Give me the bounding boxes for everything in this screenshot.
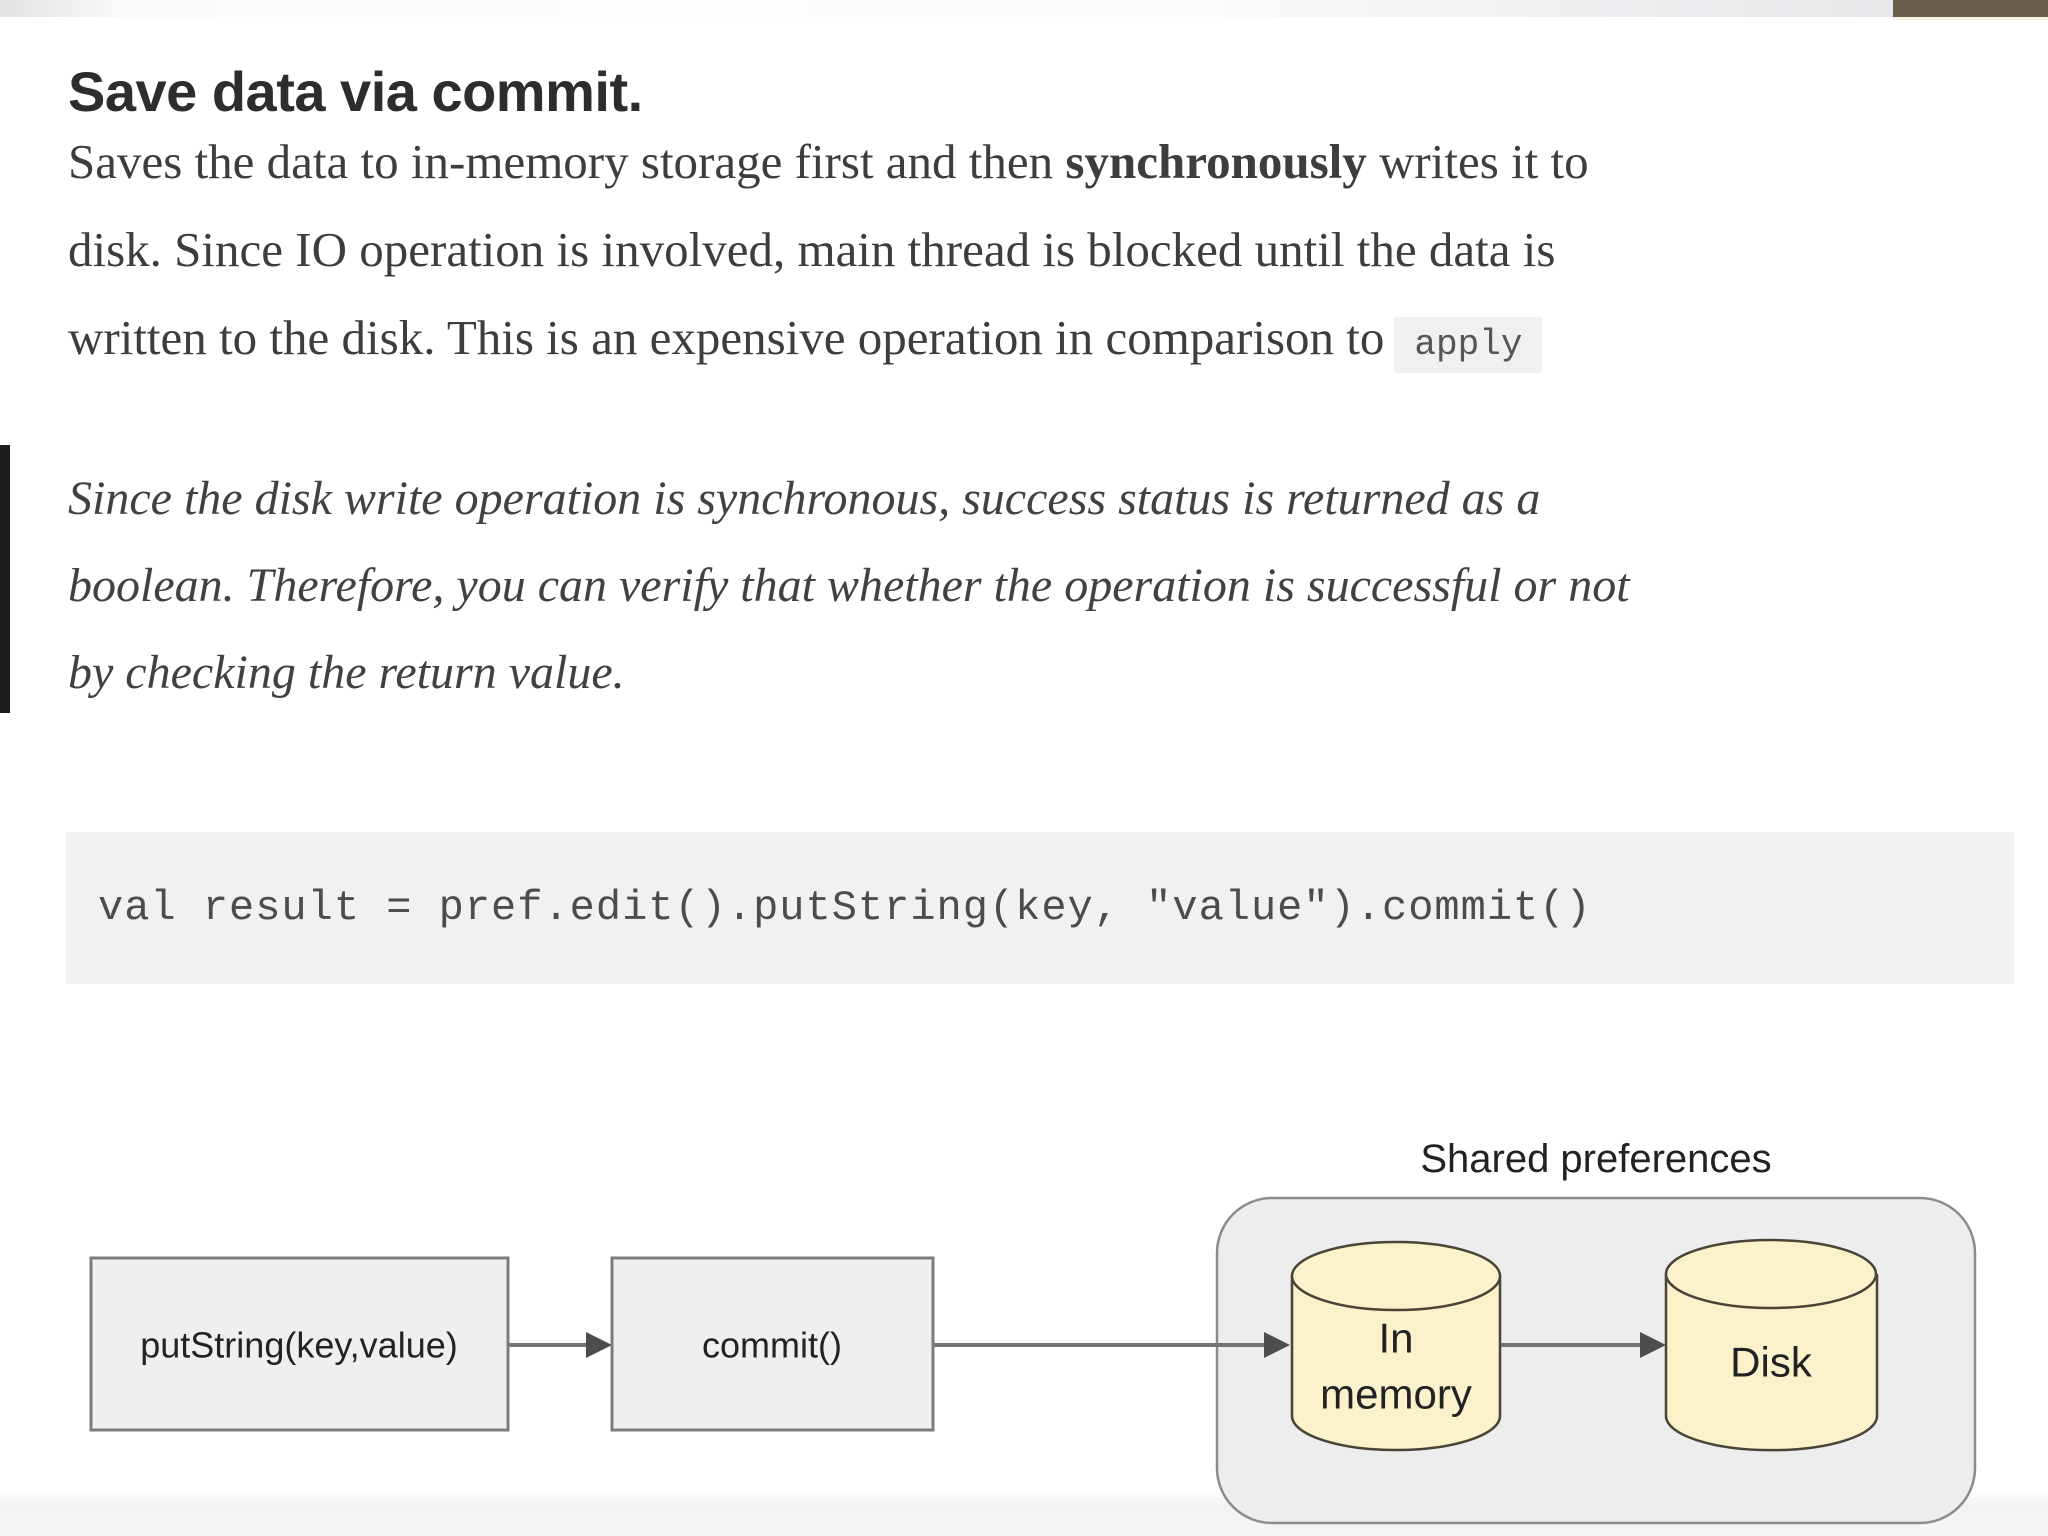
intro-paragraph: Saves the data to in-memory storage firs… bbox=[68, 118, 1589, 382]
arrowhead-commit-to-memory bbox=[1264, 1332, 1290, 1358]
in-memory-cylinder bbox=[1290, 1276, 1502, 1452]
blockquote-line-2: boolean. Therefore, you can verify that … bbox=[68, 559, 1630, 612]
disk-cylinder-top bbox=[1664, 1238, 1878, 1310]
arrowhead-putstring-to-commit bbox=[586, 1332, 612, 1358]
paragraph-line-1: Saves the data to in-memory storage firs… bbox=[68, 118, 1589, 206]
in-memory-label-line1: In bbox=[1378, 1315, 1413, 1362]
top-edge-strip bbox=[0, 0, 2048, 17]
in-memory-cylinder-top bbox=[1290, 1240, 1502, 1312]
paragraph-bold-word: synchronously bbox=[1065, 134, 1367, 189]
blockquote-line-1: Since the disk write operation is synchr… bbox=[68, 472, 1541, 525]
code-block: val result = pref.edit().putString(key, … bbox=[66, 832, 2014, 984]
disk-label: Disk bbox=[1730, 1339, 1813, 1386]
shared-preferences-label: Shared preferences bbox=[1420, 1137, 1771, 1181]
blockquote: Since the disk write operation is synchr… bbox=[68, 455, 1630, 716]
paragraph-line-1-pre: Saves the data to in-memory storage firs… bbox=[68, 134, 1066, 189]
arrowhead-memory-to-disk bbox=[1640, 1332, 1666, 1358]
apply-inline-code: apply bbox=[1394, 317, 1543, 373]
paragraph-line-1-post: writes it to bbox=[1366, 134, 1589, 189]
code-text: val result = pref.edit().putString(key, … bbox=[98, 884, 1592, 932]
commit-box-label: commit() bbox=[702, 1325, 842, 1366]
page-title: Save data via commit. bbox=[68, 59, 643, 123]
blockquote-line-3: by checking the return value. bbox=[68, 646, 625, 699]
putstring-box-label: putString(key,value) bbox=[140, 1325, 457, 1366]
paragraph-line-3-pre: written to the disk. This is an expensiv… bbox=[68, 310, 1385, 365]
in-memory-label-line2: memory bbox=[1320, 1371, 1472, 1418]
putstring-box bbox=[89, 1256, 510, 1432]
top-right-brown-underline bbox=[1893, 17, 2048, 20]
paragraph-line-2: disk. Since IO operation is involved, ma… bbox=[68, 222, 1556, 277]
paragraph-line-3: written to the disk. This is an expensiv… bbox=[68, 294, 1589, 382]
blockquote-bar bbox=[0, 445, 10, 713]
top-right-brown-block bbox=[1893, 0, 2048, 17]
commit-flow-diagram: Shared preferences putString(key,value) … bbox=[89, 1137, 1977, 1525]
disk-cylinder bbox=[1664, 1274, 1879, 1452]
commit-box bbox=[610, 1256, 935, 1432]
